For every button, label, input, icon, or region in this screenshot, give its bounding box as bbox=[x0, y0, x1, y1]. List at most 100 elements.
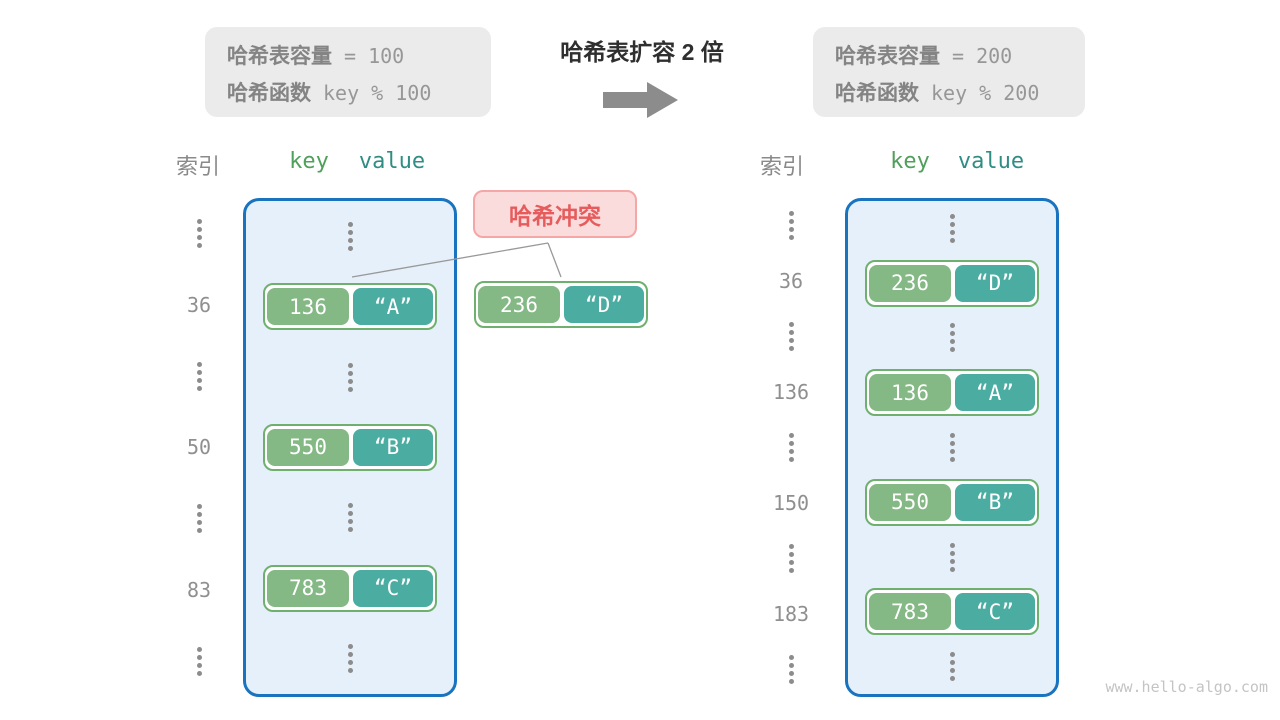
value-box: “A” bbox=[955, 374, 1035, 412]
capacity-line: 哈希表容量 = 100 bbox=[227, 40, 469, 70]
ellipsis-dot bbox=[949, 449, 955, 455]
ellipsis-dot bbox=[196, 235, 202, 241]
index-row: 36 bbox=[755, 253, 827, 308]
collision-pair-container: 236“D” bbox=[474, 281, 648, 328]
ellipsis-dot bbox=[196, 512, 202, 518]
index-row: 136 bbox=[755, 364, 827, 419]
ellipsis-dots bbox=[788, 322, 794, 352]
ellipsis-dot bbox=[196, 219, 202, 225]
ellipsis-dot bbox=[949, 323, 955, 329]
index-ellipsis-row bbox=[163, 626, 235, 697]
key-box: 550 bbox=[267, 428, 349, 466]
index-label: 36 bbox=[186, 292, 212, 317]
ellipsis-dot bbox=[347, 229, 353, 235]
capacity-label: 哈希表容量 bbox=[227, 45, 332, 68]
bucket-ellipsis-row bbox=[848, 639, 1056, 694]
ellipsis-dot bbox=[196, 243, 202, 249]
left-value-header: value bbox=[358, 149, 426, 174]
ellipsis-dots bbox=[347, 221, 353, 251]
key-box: 236 bbox=[869, 264, 951, 302]
ellipsis-dots bbox=[347, 644, 353, 674]
ellipsis-dot bbox=[196, 227, 202, 233]
ellipsis-dots bbox=[196, 361, 202, 391]
ellipsis-dot bbox=[347, 245, 353, 251]
ellipsis-dots bbox=[347, 503, 353, 533]
ellipsis-dot bbox=[949, 550, 955, 556]
bucket-row: 136“A” bbox=[246, 271, 454, 341]
hash-table-before: 136“A”550“B”783“C” bbox=[243, 198, 457, 697]
ellipsis-dot bbox=[788, 678, 794, 684]
ellipsis-dot bbox=[347, 503, 353, 509]
ellipsis-dot bbox=[196, 504, 202, 510]
right-block-arrow-icon bbox=[603, 82, 678, 118]
ellipsis-dot bbox=[196, 670, 202, 676]
ellipsis-dot bbox=[788, 322, 794, 328]
bucket-ellipsis-row bbox=[848, 530, 1056, 585]
ellipsis-dot bbox=[788, 654, 794, 660]
bucket-row: 136“A” bbox=[848, 365, 1056, 420]
value-box: “D” bbox=[955, 264, 1035, 302]
index-row: 183 bbox=[755, 586, 827, 641]
ellipsis-dot bbox=[788, 448, 794, 454]
ellipsis-dot bbox=[788, 567, 794, 573]
ellipsis-dot bbox=[196, 662, 202, 668]
key-box: 136 bbox=[869, 374, 951, 412]
ellipsis-dot bbox=[788, 662, 794, 668]
ellipsis-dots bbox=[196, 504, 202, 534]
key-box: 236 bbox=[478, 286, 560, 323]
bucket-ellipsis-row bbox=[246, 342, 454, 412]
key-value-pair: 136“A” bbox=[263, 283, 437, 331]
bucket-row: 550“B” bbox=[848, 475, 1056, 530]
ellipsis-dot bbox=[196, 520, 202, 526]
bucket-ellipsis-row bbox=[246, 624, 454, 694]
index-label: 50 bbox=[186, 435, 212, 460]
ellipsis-dot bbox=[347, 511, 353, 517]
value-box: “C” bbox=[955, 593, 1035, 631]
ellipsis-dot bbox=[949, 213, 955, 219]
ellipsis-dot bbox=[949, 339, 955, 345]
index-label: 36 bbox=[778, 269, 804, 294]
index-label: 83 bbox=[186, 578, 212, 603]
ellipsis-dots bbox=[196, 219, 202, 249]
key-value-pair: 236“D” bbox=[474, 281, 648, 328]
hash-function-label: 哈希函数 bbox=[227, 82, 311, 105]
ellipsis-dot bbox=[949, 668, 955, 674]
ellipsis-dot bbox=[949, 457, 955, 463]
capacity-line: 哈希表容量 = 200 bbox=[835, 40, 1063, 70]
bucket-row: 236“D” bbox=[848, 256, 1056, 311]
ellipsis-dot bbox=[949, 237, 955, 243]
bucket-ellipsis-row bbox=[848, 201, 1056, 256]
bucket-ellipsis-row bbox=[848, 311, 1056, 366]
ellipsis-dot bbox=[788, 346, 794, 352]
ellipsis-dot bbox=[788, 456, 794, 462]
index-row: 83 bbox=[163, 554, 235, 625]
ellipsis-dot bbox=[788, 338, 794, 344]
ellipsis-dots bbox=[949, 213, 955, 243]
ellipsis-dot bbox=[196, 385, 202, 391]
capacity-value: = 200 bbox=[952, 44, 1013, 68]
ellipsis-dot bbox=[949, 433, 955, 439]
hash-function-line: 哈希函数 key % 200 bbox=[835, 77, 1063, 107]
ellipsis-dot bbox=[788, 211, 794, 217]
bucket-row: 550“B” bbox=[246, 412, 454, 482]
ellipsis-dot bbox=[788, 235, 794, 241]
ellipsis-dot bbox=[788, 432, 794, 438]
ellipsis-dot bbox=[949, 331, 955, 337]
hash-function-line: 哈希函数 key % 100 bbox=[227, 77, 469, 107]
ellipsis-dots bbox=[949, 323, 955, 353]
bucket-ellipsis-row bbox=[848, 420, 1056, 475]
ellipsis-dot bbox=[788, 219, 794, 225]
hash-table-info-before: 哈希表容量 = 100 哈希函数 key % 100 bbox=[205, 27, 491, 117]
ellipsis-dot bbox=[949, 347, 955, 353]
ellipsis-dot bbox=[347, 370, 353, 376]
index-ellipsis-row bbox=[755, 198, 827, 253]
key-value-pair: 550“B” bbox=[263, 423, 437, 471]
ellipsis-dots bbox=[788, 211, 794, 241]
ellipsis-dot bbox=[347, 652, 353, 658]
key-box: 783 bbox=[267, 569, 349, 607]
index-ellipsis-row bbox=[755, 642, 827, 697]
value-box: “A” bbox=[353, 288, 433, 326]
key-value-pair: 136“A” bbox=[865, 369, 1039, 417]
ellipsis-dot bbox=[347, 378, 353, 384]
index-label: 183 bbox=[772, 601, 810, 626]
